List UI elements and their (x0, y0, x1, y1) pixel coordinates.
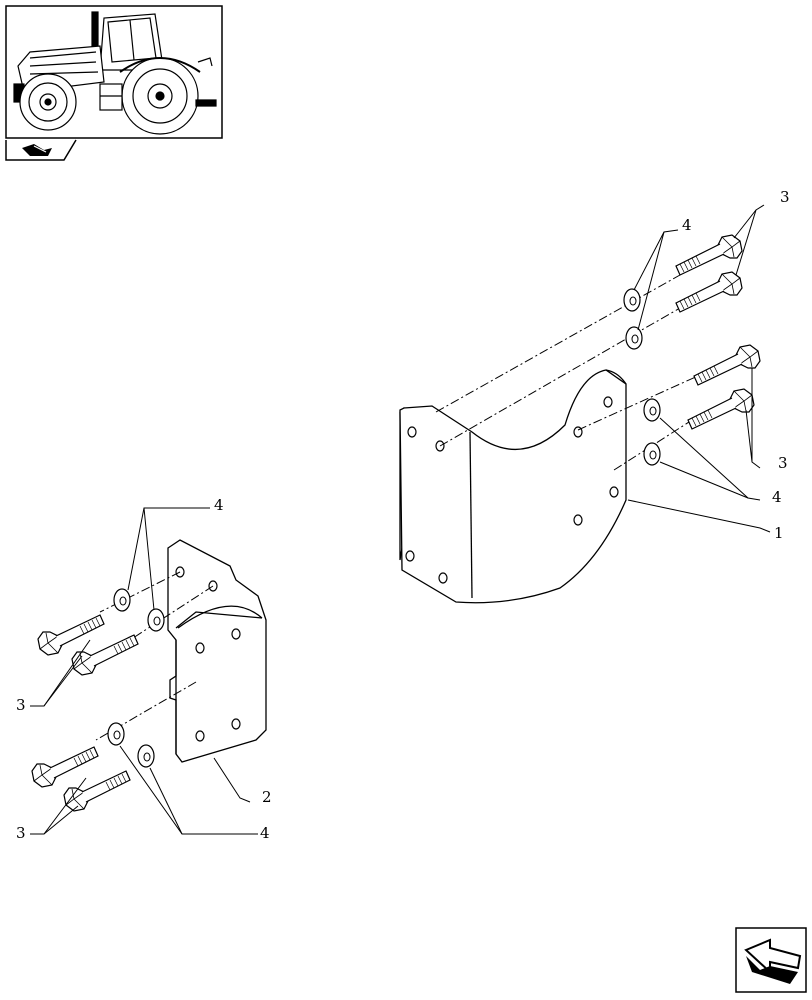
callout-part-4-left-upper: 4 (214, 496, 224, 514)
section-tab[interactable] (5, 139, 77, 161)
callout-part-4-left-lower: 4 (260, 824, 270, 842)
callout-part-1: 1 (774, 524, 784, 542)
washers-left (107, 588, 165, 768)
callout-part-3-left-upper: 3 (16, 696, 26, 714)
callout-part-3-right-lower: 3 (778, 454, 788, 472)
bracket-part-1 (399, 369, 627, 604)
leaders-right (627, 204, 771, 533)
tractor-thumbnail (5, 5, 223, 139)
next-page-arrow-icon (744, 938, 802, 984)
tractor-thumbnail-icon (13, 11, 217, 135)
bolts-right (675, 234, 761, 430)
section-arrow-icon (22, 144, 52, 156)
callout-part-3-right-upper: 3 (780, 188, 790, 206)
callout-labels: 1 2 3 3 3 3 4 4 4 4 (16, 188, 790, 842)
assembly-lines-left (95, 571, 214, 741)
next-page-button[interactable] (735, 927, 807, 993)
bolts-left (31, 614, 139, 812)
callout-part-2: 2 (262, 788, 272, 806)
leaders-left (30, 507, 258, 835)
callout-part-4-right-lower: 4 (772, 488, 782, 506)
bracket-part-2 (167, 539, 267, 763)
callout-part-4-right-upper: 4 (682, 216, 692, 234)
callout-part-3-left-lower: 3 (16, 824, 26, 842)
